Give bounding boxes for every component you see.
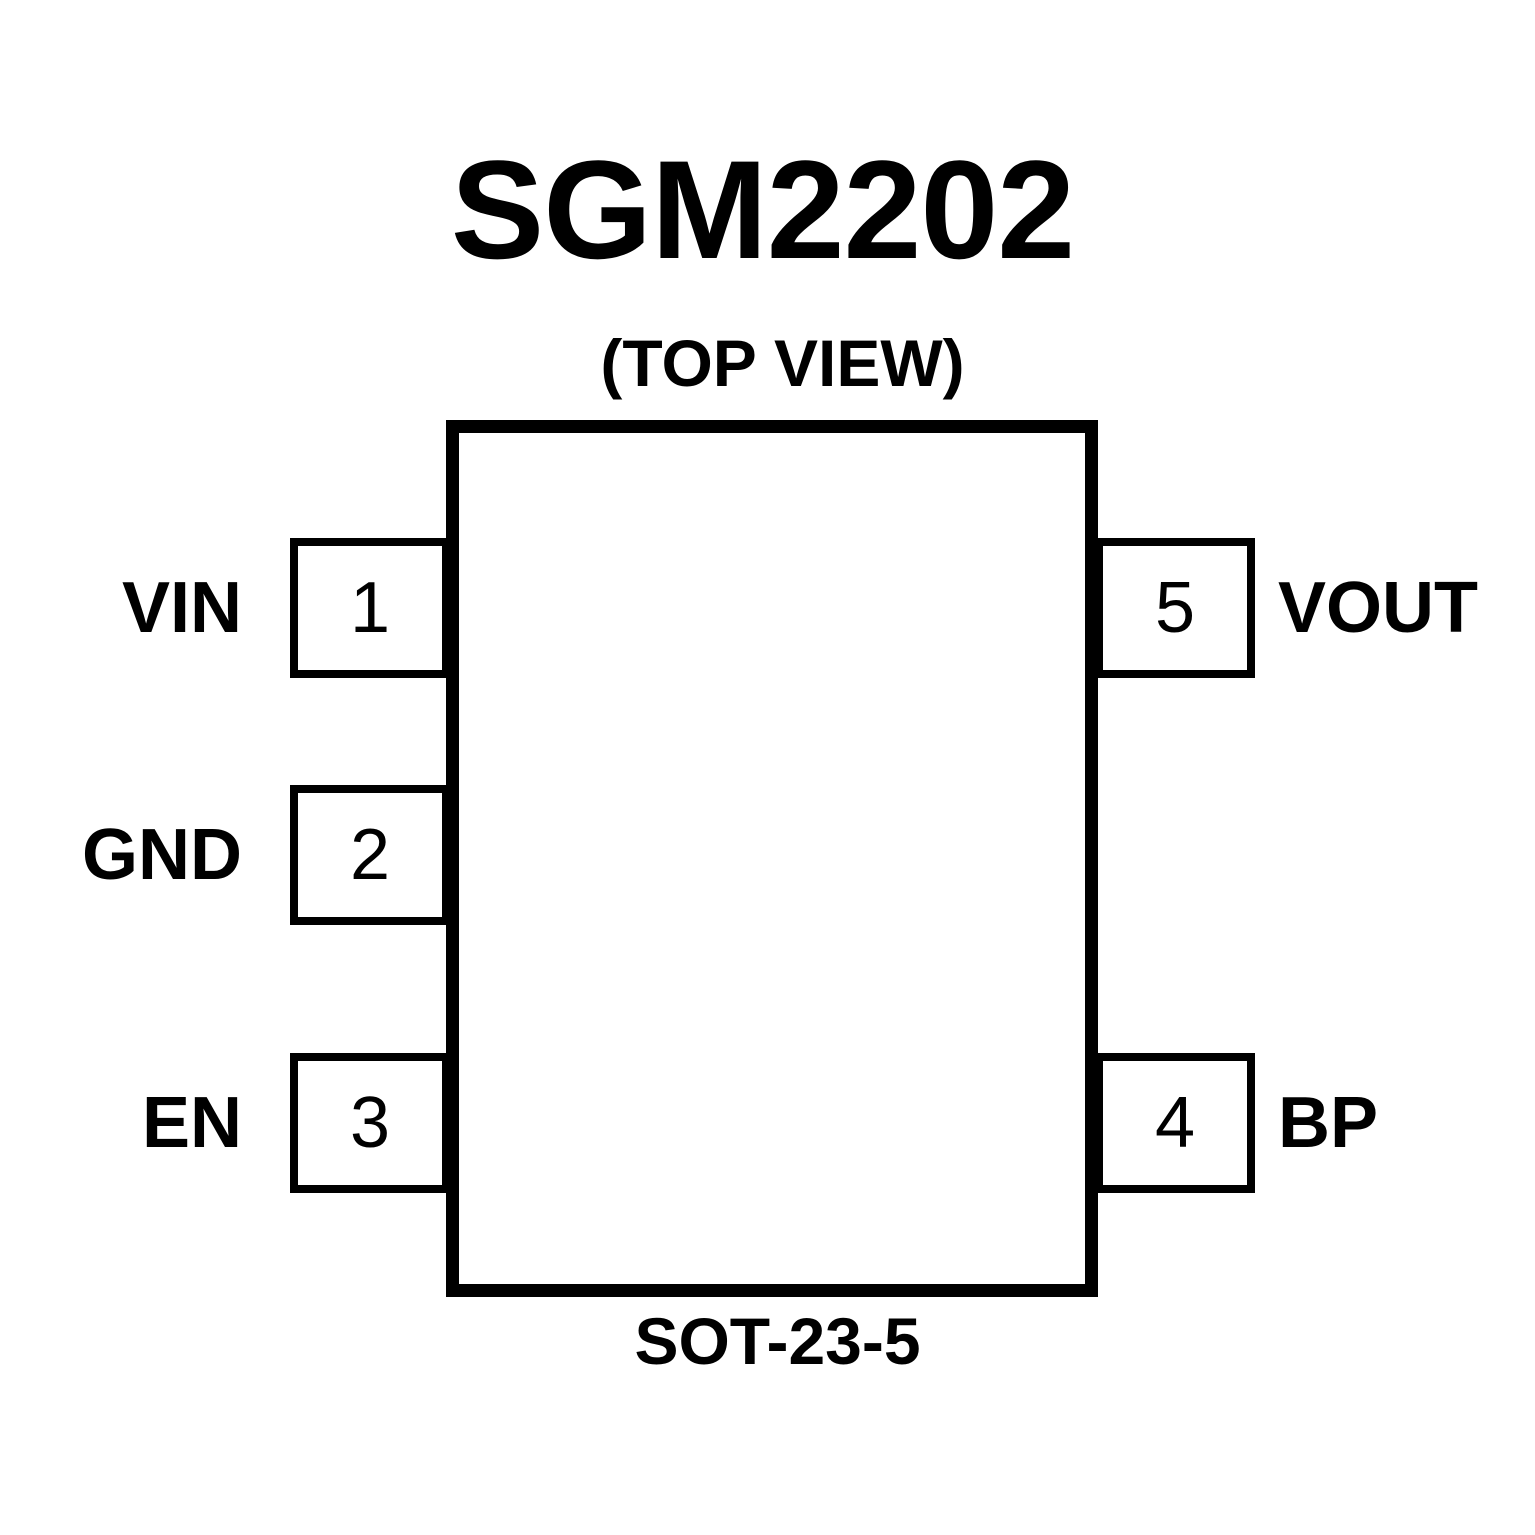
pin-label-en: EN: [141, 1083, 242, 1163]
pin-label-bp: BP: [1278, 1083, 1379, 1163]
view-orientation-label: (TOP VIEW): [600, 326, 965, 400]
pin-label-vout: VOUT: [1278, 568, 1479, 648]
pin-number-3: 3: [349, 1083, 391, 1163]
package-body-outline: [446, 420, 1098, 1297]
pin-number-1: 1: [349, 568, 391, 648]
package-type-label: SOT-23-5: [634, 1304, 921, 1378]
pin-label-vin: VIN: [121, 568, 242, 648]
page-title: SGM2202: [450, 131, 1075, 288]
pin-pad-3[interactable]: 3: [290, 1053, 450, 1193]
pin-number-4: 4: [1154, 1083, 1196, 1163]
pin-pad-2[interactable]: 2: [290, 785, 450, 925]
pin-pad-4[interactable]: 4: [1095, 1053, 1255, 1193]
pin-label-gnd: GND: [82, 815, 242, 895]
pin-number-5: 5: [1154, 568, 1196, 648]
pin-pad-5[interactable]: 5: [1095, 538, 1255, 678]
pin-number-2: 2: [349, 815, 391, 895]
pin-pad-1[interactable]: 1: [290, 538, 450, 678]
